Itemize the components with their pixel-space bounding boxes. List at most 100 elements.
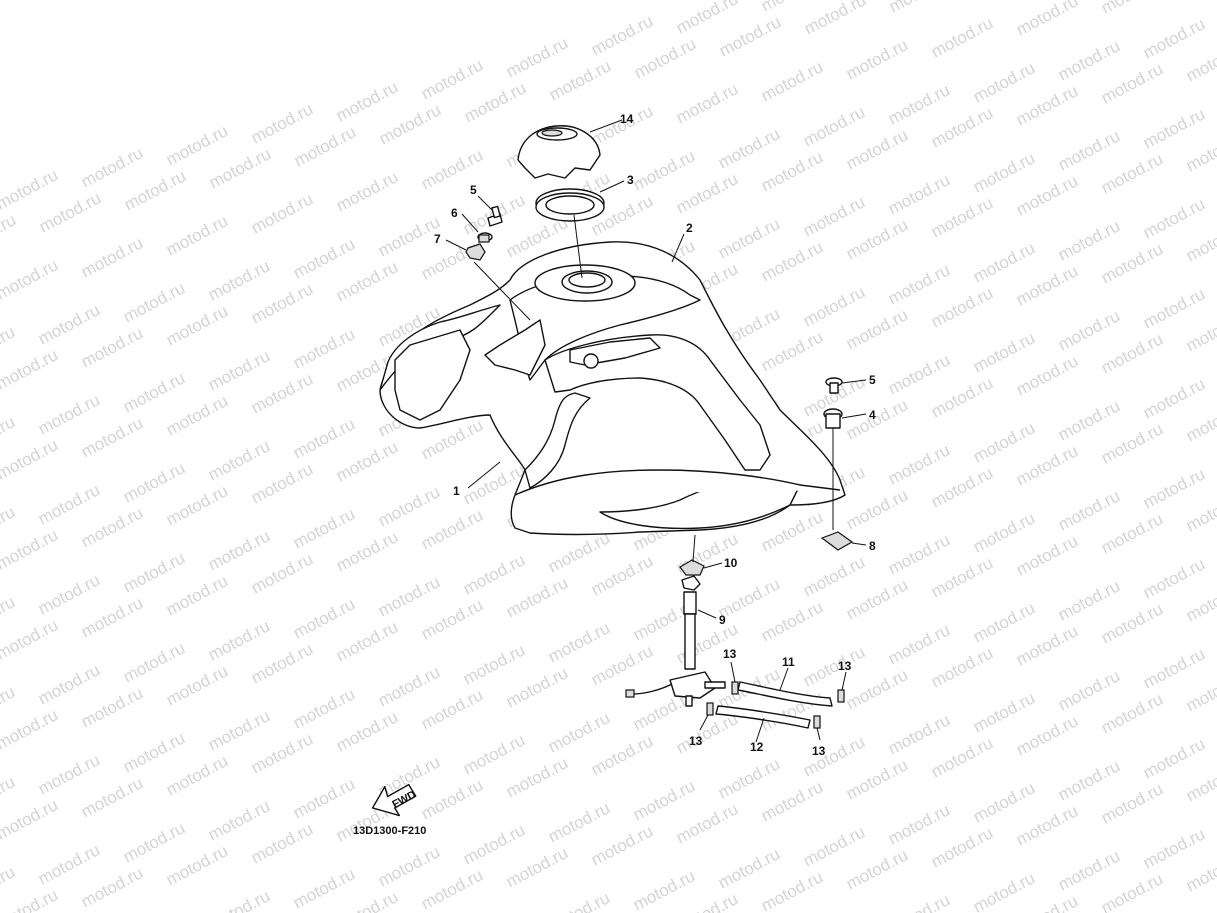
watermark-text: motod.ru xyxy=(333,77,401,125)
watermark-text: motod.ru xyxy=(1055,396,1123,444)
watermark-text: motod.ru xyxy=(163,481,231,529)
watermark-text: motod.ru xyxy=(78,503,146,551)
watermark-text: motod.ru xyxy=(248,369,316,417)
watermark-text: motod.ru xyxy=(1055,756,1123,804)
watermark-text: motod.ru xyxy=(970,328,1038,376)
watermark-text: motod.ru xyxy=(1013,261,1081,309)
watermark-text: motod.ru xyxy=(418,595,486,643)
watermark-text: motod.ru xyxy=(78,863,146,911)
watermark-text: motod.ru xyxy=(758,57,826,105)
watermark-text: motod.ru xyxy=(1183,217,1217,265)
watermark-text: motod.ru xyxy=(333,707,401,755)
watermark-text: motod.ru xyxy=(248,549,316,597)
watermark-text: motod.ru xyxy=(163,571,231,619)
damper-8 xyxy=(820,531,854,551)
watermark-text: motod.ru xyxy=(1055,306,1123,354)
watermark-text: motod.ru xyxy=(78,323,146,371)
watermark-text: motod.ru xyxy=(970,418,1038,466)
watermark-text: motod.ru xyxy=(0,165,61,213)
fuel-cap xyxy=(517,125,601,179)
watermark-text: motod.ru xyxy=(1098,149,1166,197)
watermark-text: motod.ru xyxy=(418,865,486,913)
callout-10: 10 xyxy=(724,556,738,570)
watermark-text: motod.ru xyxy=(0,592,18,640)
callout-5-upper: 5 xyxy=(470,183,477,197)
watermark-text: motod.ru xyxy=(928,283,996,331)
watermark-text: motod.ru xyxy=(290,684,358,732)
watermark-text: motod.ru xyxy=(885,350,953,398)
watermark-text: motod.ru xyxy=(800,642,868,690)
watermark-text: motod.ru xyxy=(843,665,911,713)
watermark-text: motod.ru xyxy=(928,823,996,871)
callout-13b: 13 xyxy=(838,659,852,673)
watermark-text: motod.ru xyxy=(0,795,61,843)
watermark-text: motod.ru xyxy=(1013,621,1081,669)
watermark-text: motod.ru xyxy=(758,867,826,913)
callout-14: 14 xyxy=(620,112,634,126)
watermark-text: motod.ru xyxy=(970,778,1038,826)
watermark-text: motod.ru xyxy=(163,391,231,439)
watermark-text: motod.ru xyxy=(418,685,486,733)
watermark-text: motod.ru xyxy=(673,79,741,127)
watermark-text: motod.ru xyxy=(843,395,911,443)
callout-7: 7 xyxy=(434,232,441,246)
watermark-text: motod.ru xyxy=(1140,194,1208,242)
watermark-text: motod.ru xyxy=(333,527,401,575)
watermark-text: motod.ru xyxy=(545,618,613,666)
watermark-text: motod.ru xyxy=(375,212,443,260)
watermark-text: motod.ru xyxy=(1140,464,1208,512)
watermark-text: motod.ru xyxy=(1098,599,1166,647)
watermark-text: motod.ru xyxy=(163,661,231,709)
watermark-text: motod.ru xyxy=(1183,757,1217,805)
leader-lines xyxy=(445,119,867,743)
watermark-text: motod.ru xyxy=(248,189,316,237)
watermark-text: motod.ru xyxy=(1098,329,1166,377)
watermark-text: motod.ru xyxy=(0,772,18,820)
watermark-text: motod.ru xyxy=(36,188,104,236)
watermark-text: motod.ru xyxy=(503,33,571,81)
watermark-text: motod.ru xyxy=(290,864,358,912)
watermark-text: motod.ru xyxy=(0,705,61,753)
watermark-text: motod.ru xyxy=(970,598,1038,646)
hose-clip-13b xyxy=(837,689,845,703)
watermark-text: motod.ru xyxy=(843,215,911,263)
watermark-text: motod.ru xyxy=(248,459,316,507)
watermark-text: motod.ru xyxy=(1098,239,1166,287)
watermark-text: motod.ru xyxy=(885,710,953,758)
watermark-text: motod.ru xyxy=(843,485,911,533)
callout-9: 9 xyxy=(719,613,726,627)
callouts: 1 2 3 4 5 5 6 7 8 9 10 11 12 13 13 13 13… xyxy=(434,112,876,758)
watermark-text: motod.ru xyxy=(631,34,699,82)
watermark-text: motod.ru xyxy=(460,640,528,688)
watermark-text: motod.ru xyxy=(163,121,231,169)
diagram-code: 13D1300-F210 xyxy=(353,825,426,837)
hose-clip-13d xyxy=(813,715,821,729)
nut-7 xyxy=(465,243,486,261)
watermark-text: motod.ru xyxy=(205,436,273,484)
watermark-text: motod.ru xyxy=(1098,869,1166,913)
watermark-text: motod.ru xyxy=(120,548,188,596)
watermark-text: motod.ru xyxy=(120,818,188,866)
watermark-text: motod.ru xyxy=(801,0,869,39)
watermark-text: motod.ru xyxy=(0,345,61,393)
watermark-text: motod.ru xyxy=(503,843,571,891)
watermark-text: motod.ru xyxy=(800,192,868,240)
bolt-5-right xyxy=(825,377,843,394)
watermark-text: motod.ru xyxy=(885,530,953,578)
watermark-text: motod.ru xyxy=(418,505,486,553)
watermark-text: motod.ru xyxy=(545,708,613,756)
watermark-text: motod.ru xyxy=(205,616,273,664)
watermark-text: motod.ru xyxy=(163,841,231,889)
seal-10 xyxy=(679,559,705,576)
hose-clip-13a xyxy=(731,681,739,695)
watermark-text: motod.ru xyxy=(970,508,1038,556)
watermark-text: motod.ru xyxy=(1140,824,1208,872)
watermark-text: motod.ru xyxy=(503,573,571,621)
watermark-text: motod.ru xyxy=(248,279,316,327)
watermark-text: motod.ru xyxy=(35,840,103,888)
watermark-text: motod.ru xyxy=(460,730,528,778)
watermark-text: motod.ru xyxy=(545,528,613,576)
watermark-text: motod.ru xyxy=(1098,779,1166,827)
watermark-text: motod.ru xyxy=(35,300,103,348)
